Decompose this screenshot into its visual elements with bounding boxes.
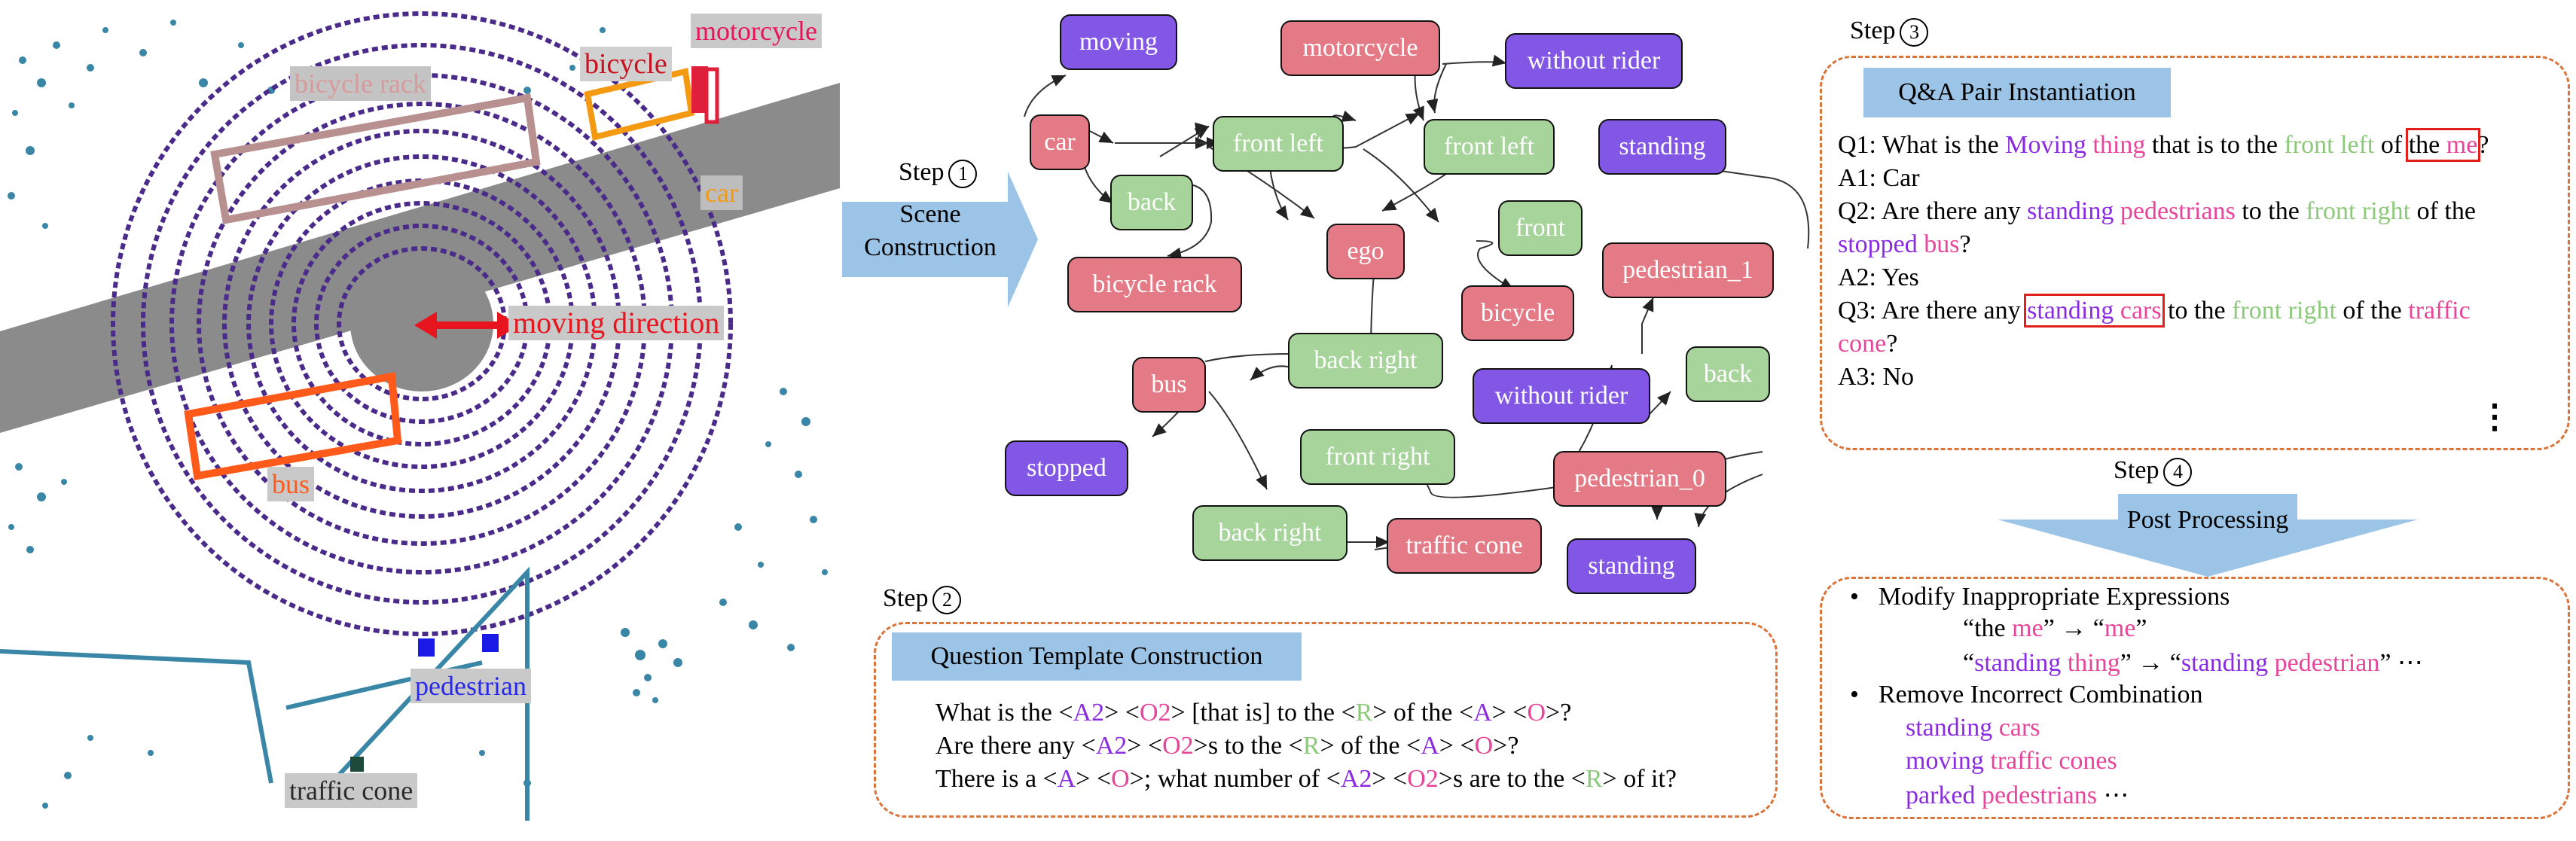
label-pedestrian: pedestrian bbox=[411, 669, 531, 703]
bus-box bbox=[184, 372, 402, 480]
node-back-1: back bbox=[1110, 175, 1193, 230]
template-line-3: There is a <A> <O>; what number of <A2> … bbox=[935, 765, 1677, 793]
node-bicycle: bicycle bbox=[1461, 285, 1574, 341]
node-without-rider-2: without rider bbox=[1473, 368, 1650, 424]
node-back-right-1: back right bbox=[1288, 333, 1443, 389]
qa-more-ellipsis: ⋮ bbox=[2478, 398, 2511, 435]
pedestrian-mark-2 bbox=[482, 634, 499, 652]
template-line-1: What is the <A2> <O2> [that is] to the <… bbox=[935, 699, 1572, 727]
label-bicycle-rack: bicycle rack bbox=[290, 66, 431, 101]
qa-q3-line-2: cone? bbox=[1838, 330, 1898, 358]
qa-a2: A2: Yes bbox=[1838, 264, 1919, 291]
step-1-text-2: Construction bbox=[864, 233, 997, 261]
qa-q3-line-1: Q3: Are there any standing cars to the f… bbox=[1838, 294, 2471, 328]
qa-q2-line-1: Q2: Are there any standing pedestrians t… bbox=[1838, 197, 2476, 225]
node-motorcycle: motorcycle bbox=[1280, 20, 1440, 76]
motorcycle-box bbox=[704, 67, 719, 124]
node-standing-1: standing bbox=[1598, 119, 1726, 175]
node-pedestrian-0: pedestrian_0 bbox=[1553, 451, 1726, 507]
qa-header: Q&A Pair Instantiation bbox=[1863, 68, 2171, 117]
label-motorcycle: motorcycle bbox=[691, 14, 822, 48]
post-example-2: “standing thing” → “standing pedestrian”… bbox=[1963, 649, 2423, 677]
pedestrian-mark-1 bbox=[418, 638, 435, 657]
template-box bbox=[874, 622, 1778, 818]
post-combo-2: moving traffic cones bbox=[1906, 747, 2117, 775]
node-front: front bbox=[1498, 200, 1583, 256]
node-front-left-2: front left bbox=[1424, 119, 1555, 175]
node-ego: ego bbox=[1326, 224, 1405, 279]
qa-a1: A1: Car bbox=[1838, 164, 1920, 192]
point-cloud-panel: motorcycle bicycle bicycle rack car movi… bbox=[0, 0, 840, 837]
traffic-cone-mark bbox=[350, 757, 364, 772]
template-header: Question Template Construction bbox=[892, 632, 1302, 681]
post-combo-3: parked pedestrians ⋯ bbox=[1906, 782, 2129, 809]
node-moving: moving bbox=[1060, 14, 1177, 70]
node-car: car bbox=[1030, 114, 1090, 170]
post-bullet-1: •Modify Inappropriate Expressions bbox=[1850, 583, 2230, 611]
post-combo-1: standing cars bbox=[1906, 714, 2040, 742]
label-car: car bbox=[700, 175, 743, 210]
node-back-2: back bbox=[1686, 346, 1770, 402]
label-traffic-cone: traffic cone bbox=[285, 773, 418, 808]
qa-q1: Q1: What is the Moving thing that is to … bbox=[1838, 128, 2489, 162]
post-bullet-2: •Remove Incorrect Combination bbox=[1850, 681, 2203, 708]
template-line-2: Are there any <A2> <O2>s to the <R> of t… bbox=[935, 732, 1519, 760]
node-standing-2: standing bbox=[1567, 538, 1696, 594]
qa-q2-line-2: stopped bus? bbox=[1838, 230, 1971, 258]
node-front-right: front right bbox=[1300, 429, 1455, 485]
node-bus: bus bbox=[1132, 357, 1206, 413]
node-back-right-2: back right bbox=[1192, 505, 1348, 561]
label-bus: bus bbox=[267, 467, 315, 501]
motorcycle-mark bbox=[691, 66, 708, 113]
qa-box bbox=[1820, 56, 2570, 450]
step-4-arrow bbox=[1998, 494, 2418, 577]
label-bicycle: bicycle bbox=[580, 47, 672, 81]
step-4-text: Post Processing bbox=[2126, 506, 2289, 534]
step-1-text-1: Scene bbox=[899, 200, 961, 228]
node-traffic-cone: traffic cone bbox=[1387, 518, 1542, 574]
step-1-arrow bbox=[842, 172, 1038, 307]
qa-a3: A3: No bbox=[1838, 363, 1915, 391]
node-without-rider-1: without rider bbox=[1505, 33, 1683, 89]
bicycle-rack-box bbox=[210, 93, 541, 224]
node-bicycle-rack: bicycle rack bbox=[1067, 257, 1242, 312]
car-box bbox=[584, 68, 695, 141]
node-front-left-1: front left bbox=[1213, 116, 1344, 172]
node-pedestrian-1: pedestrian_1 bbox=[1602, 242, 1774, 298]
post-box bbox=[1820, 577, 2570, 819]
point-cloud-image bbox=[0, 11, 840, 821]
post-example-1: “the me” → “me” bbox=[1963, 614, 2147, 642]
label-moving-direction: moving direction bbox=[508, 306, 725, 340]
node-stopped: stopped bbox=[1005, 440, 1128, 496]
scattered-points bbox=[8, 20, 828, 809]
